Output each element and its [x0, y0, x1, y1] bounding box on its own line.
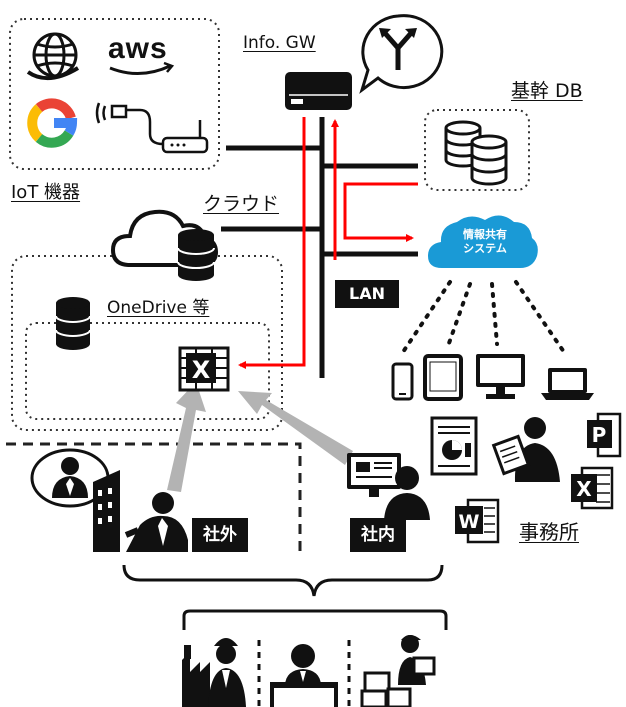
- cloud-group-box: [11, 255, 283, 431]
- tablet-icon: [423, 354, 463, 401]
- bottom-bracket: [122, 564, 444, 597]
- database-icon: [177, 229, 215, 281]
- powerpoint-icon: P: [587, 412, 622, 458]
- word-icon: W: [455, 498, 500, 544]
- svg-text:X: X: [192, 356, 211, 384]
- info-gw-label: Info. GW: [243, 33, 316, 53]
- database-icon: [444, 120, 508, 186]
- database-icon: [55, 297, 91, 350]
- factory-worker-icon: [182, 638, 246, 707]
- office-building-icon: [93, 470, 120, 552]
- gateway-device-icon: [285, 72, 352, 110]
- data-flow-arrows: [238, 117, 418, 369]
- excel-app-icon: X: [571, 466, 614, 510]
- laptop-icon: [541, 368, 594, 400]
- svg-text:X: X: [576, 477, 592, 501]
- svg-text:W: W: [459, 511, 480, 533]
- excel-file-icon: X: [178, 346, 230, 392]
- office-worker-icon: [347, 453, 430, 520]
- report-document-icon: [430, 416, 478, 476]
- onedrive-label: OneDrive 等: [107, 298, 210, 318]
- businessman-icon: [52, 457, 88, 498]
- internal-external-divider: [6, 442, 302, 555]
- receptionist-icon: [270, 644, 338, 707]
- iot-label: IoT 機器: [11, 182, 81, 203]
- office-label: 事務所: [519, 520, 579, 544]
- info-share-system-cloud: [428, 215, 538, 268]
- shagai-badge: 社外: [192, 518, 248, 552]
- delivery-worker-icon: [360, 635, 436, 707]
- monitor-icon: [476, 354, 525, 399]
- aws-logo: aws: [108, 32, 175, 75]
- svg-text:aws: aws: [108, 32, 168, 65]
- lan-dotted-lines: [401, 280, 566, 354]
- office-worker-icon: [124, 492, 188, 552]
- iot-router-icon: [95, 102, 209, 154]
- group-bracket: [182, 609, 448, 630]
- cloud-label: クラウド: [203, 193, 280, 215]
- svg-text:P: P: [592, 423, 607, 447]
- core-db-label: 基幹 DB: [511, 80, 583, 102]
- lan-badge: LAN: [335, 280, 399, 308]
- smartphone-icon: [391, 362, 414, 401]
- google-logo: [27, 98, 78, 148]
- share-system-label: 情報共有 システム: [436, 228, 534, 256]
- onedrive-group-box: [25, 322, 270, 420]
- share-system-line2: システム: [463, 242, 507, 255]
- router-lights: [170, 143, 186, 147]
- branch-arrow-icon: [359, 14, 444, 94]
- core-db-group-box: [424, 109, 530, 191]
- iot-group-box: [9, 18, 220, 170]
- globe-icon: [26, 32, 80, 80]
- access-arrows: [167, 382, 353, 492]
- connection-lines: [221, 117, 418, 378]
- person-with-tablet-icon: [491, 417, 560, 482]
- share-system-line1: 情報共有: [463, 228, 507, 241]
- shanai-badge: 社内: [350, 518, 406, 552]
